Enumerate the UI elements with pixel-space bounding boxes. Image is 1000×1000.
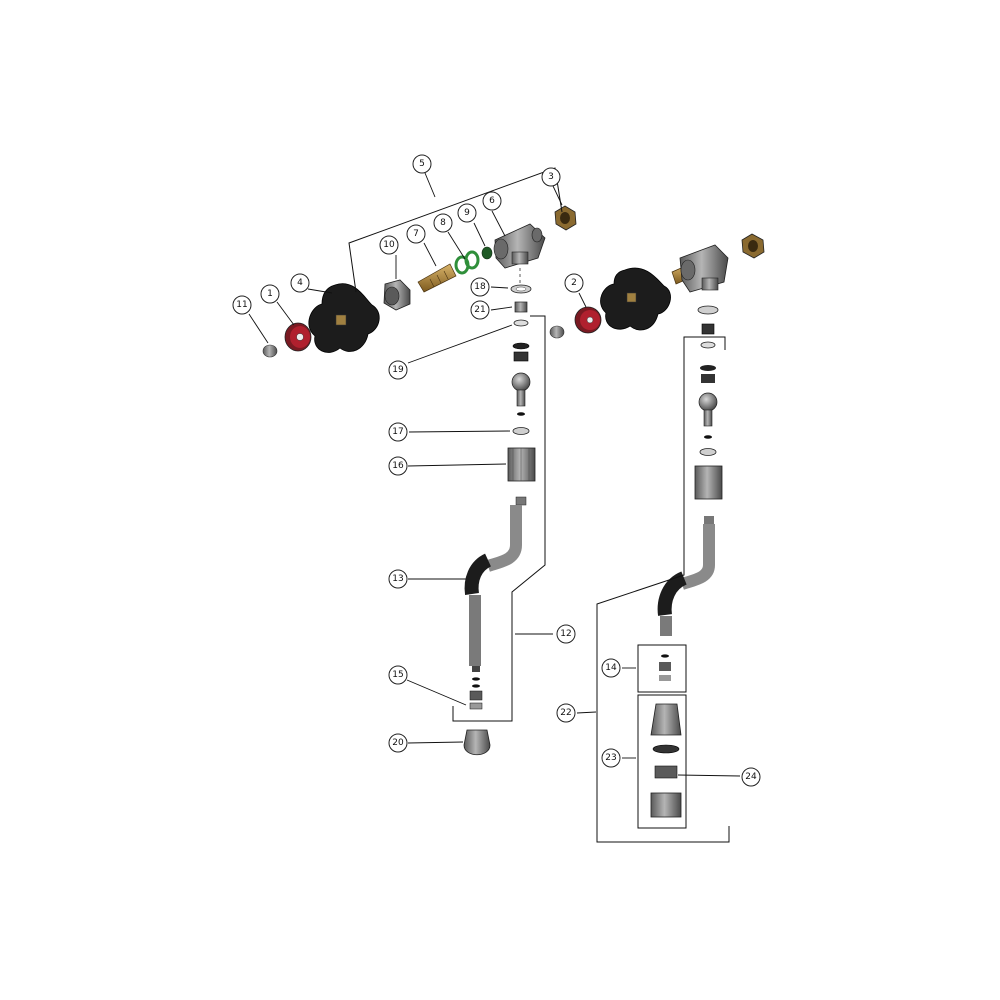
callout-5: 5 [412,154,432,174]
svg-text:22: 22 [560,708,571,718]
right-knob [600,267,671,331]
svg-text:24: 24 [745,772,757,782]
svg-text:15: 15 [392,670,403,680]
callout-24: 24 [741,767,761,787]
callout-9: 9 [457,203,477,223]
callout-14: 14 [601,658,621,678]
callout-1: 1 [260,284,280,304]
svg-text:5: 5 [419,159,425,169]
box-23 [637,694,687,829]
callout-7: 7 [406,224,426,244]
part-20-spray-head [463,729,491,756]
callout-10: 10 [379,235,399,255]
part-10-bonnet-nut [383,279,411,311]
right-fittings-14 [659,654,671,681]
svg-text:14: 14 [605,663,617,673]
svg-text:19: 19 [392,365,404,375]
bracket-12 [452,315,546,722]
part-16-nut-sleeve [507,447,536,482]
svg-text:2: 2 [571,278,577,288]
svg-text:13: 13 [392,574,403,584]
callout-15: 15 [388,665,408,685]
svg-text:12: 12 [560,629,571,639]
part-3-hex-nut [554,205,577,231]
callout-12: 12 [556,624,576,644]
part-19-ring [513,319,529,327]
callout-17: 17 [388,422,408,442]
part-6-valve-body [493,223,546,269]
svg-text:6: 6 [489,196,495,206]
bracket-5 [348,167,563,293]
right-stack-parts [694,305,723,500]
part-15-fittings [469,677,483,710]
svg-text:7: 7 [413,229,419,239]
svg-text:23: 23 [605,753,616,763]
svg-text:10: 10 [383,240,395,250]
part-9-washer [481,246,493,260]
callout-11: 11 [232,295,252,315]
leader-lines [248,172,741,777]
callout-2: 2 [564,273,584,293]
part-17-washer [512,427,530,435]
svg-text:4: 4 [297,278,303,288]
right-assembly [549,233,765,818]
svg-text:20: 20 [392,738,404,748]
right-valve-body [679,244,729,293]
part-7-stem [417,263,457,293]
part-4-knob [308,283,380,353]
callout-8: 8 [433,213,453,233]
callout-6: 6 [482,191,502,211]
svg-text:3: 3 [548,172,554,182]
part-2-red-insert [574,306,602,334]
callouts: 1 2 3 4 5 6 7 8 9 10 11 12 13 14 15 16 1… [232,154,761,787]
callout-22: 22 [556,703,576,723]
svg-text:21: 21 [474,305,485,315]
callout-16: 16 [388,456,408,476]
part-21-fitting [514,301,528,313]
callout-3: 3 [541,167,561,187]
part-8-o-rings [454,250,480,275]
left-assembly [262,205,577,756]
right-hose [657,516,715,636]
callout-18: 18 [470,277,490,297]
svg-text:17: 17 [392,427,403,437]
right-hex-nut [741,233,765,259]
callout-21: 21 [470,300,490,320]
part-18-washer [510,284,532,294]
svg-text:18: 18 [474,282,486,292]
brackets [348,167,730,843]
part-11-cap [262,344,278,358]
right-spray-parts-23 [650,703,682,818]
callout-23: 23 [601,748,621,768]
callout-4: 4 [290,273,310,293]
svg-text:11: 11 [236,300,247,310]
box-14 [637,644,687,693]
svg-text:8: 8 [440,218,446,228]
callout-20: 20 [388,733,408,753]
svg-text:1: 1 [267,289,273,299]
part-1-red-insert [284,322,312,352]
right-cap [549,325,565,339]
callout-19: 19 [388,360,408,380]
callout-13: 13 [388,569,408,589]
left-stack-small-parts [511,342,531,416]
svg-text:9: 9 [464,208,470,218]
bracket-22-top [684,336,726,350]
svg-text:16: 16 [392,461,404,471]
part-13-hose [464,496,527,672]
